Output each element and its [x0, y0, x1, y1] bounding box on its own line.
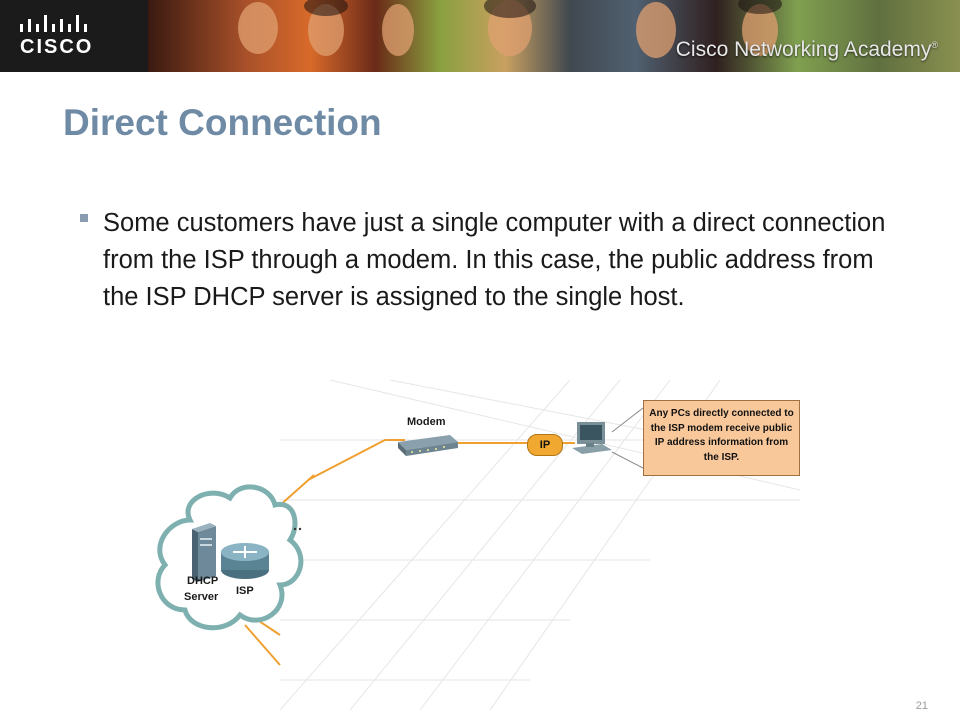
cisco-logo: CISCO: [18, 14, 98, 60]
network-diagram: Modem IP Any PCs directly connected to t…: [150, 380, 810, 710]
slide-title: Direct Connection: [63, 102, 382, 143]
dhcp-server-icon: [192, 523, 216, 582]
academy-text: Cisco Networking Academy: [675, 38, 932, 61]
networking-academy-brand: Cisco Networking Academy®: [675, 38, 938, 61]
dhcp-label-line1: DHCP: [187, 575, 219, 587]
bullet-text: Some customers have just a single comput…: [103, 209, 886, 311]
callout-box: Any PCs directly connected to the ISP mo…: [643, 400, 800, 476]
isp-label: ISP: [236, 585, 254, 597]
bullet-item: Some customers have just a single comput…: [80, 205, 900, 316]
page-number: 21: [915, 700, 928, 712]
dhcp-label-line2: Server: [184, 591, 219, 603]
pc-icon: [572, 422, 612, 454]
ip-badge: IP: [527, 434, 563, 456]
cisco-wordmark: CISCO: [20, 36, 94, 58]
modem-label: Modem: [407, 416, 446, 428]
link-modem-upstream: [307, 439, 405, 481]
cisco-bridge-icon: [20, 15, 87, 32]
modem-icon: [398, 435, 458, 456]
square-bullet-icon: [80, 214, 88, 222]
header-banner: CISCO: [0, 0, 960, 72]
student-photo-strip: [148, 0, 960, 72]
isp-router-icon: [221, 543, 269, 579]
link-isp-down2: [244, 624, 281, 666]
